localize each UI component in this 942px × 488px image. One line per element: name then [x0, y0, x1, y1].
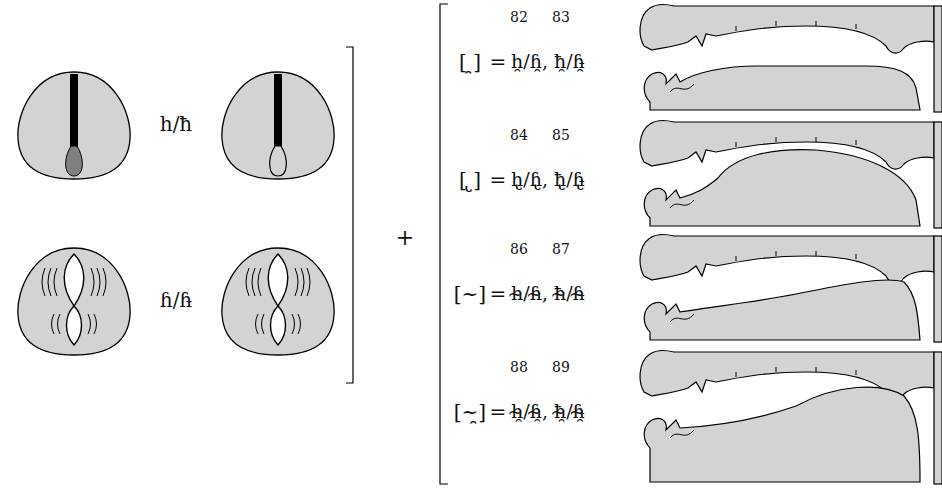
callout-number: 85 — [552, 127, 570, 145]
callout-number: 87 — [552, 241, 570, 259]
tongue — [644, 280, 920, 340]
callout-number: 83 — [552, 9, 570, 27]
callout-number: 89 — [552, 359, 570, 377]
vocal-tract-profile — [640, 5, 942, 112]
tongue-tip — [670, 430, 694, 438]
ipa-symbols: ɦ/ɦ̵ — [160, 288, 193, 313]
pharynx-wall — [934, 236, 942, 342]
glottal-opening — [66, 146, 83, 176]
glottis-vibrating — [18, 248, 130, 355]
ipa-symbols: h̴̯/ɦ̴̯, ħ̴̯/ɦ̵̴̯ — [511, 400, 585, 424]
diacritic: [~] — [454, 282, 486, 307]
vocal-tract-profile — [640, 351, 942, 484]
tongue — [644, 66, 920, 110]
vibration-marks — [246, 268, 310, 334]
diacritic: [ ̢] — [459, 168, 481, 193]
palate-ticks — [736, 251, 856, 261]
larynx-outline — [222, 248, 334, 355]
equals-sign: = — [490, 282, 507, 307]
pharynx-wall — [934, 6, 942, 112]
glottal-opening — [64, 254, 84, 306]
glottal-opening — [268, 254, 288, 306]
callout-number: 84 — [510, 127, 528, 145]
bracket — [346, 47, 353, 383]
glottis-open — [18, 72, 130, 179]
equals-sign: = — [490, 50, 507, 75]
pharynx-wall — [934, 122, 942, 228]
palate-ticks — [736, 137, 856, 147]
callout-number: 82 — [510, 9, 528, 27]
equals-sign: = — [490, 168, 507, 193]
tongue — [644, 387, 920, 482]
ipa-symbols: h̴/ɦ̴, ħ̴/ɦ̵̴ — [511, 282, 585, 306]
vocal-folds — [274, 74, 282, 148]
tongue-tip — [670, 200, 694, 208]
vocal-folds — [70, 74, 78, 148]
tongue-tip — [670, 314, 694, 322]
upper-jaw — [640, 5, 934, 53]
larynx-outline — [222, 72, 334, 179]
bracket — [440, 4, 448, 484]
glottis-vibrating — [222, 248, 334, 355]
glottal-opening — [67, 306, 82, 345]
larynx-outline — [18, 72, 130, 179]
vibration-marks — [42, 268, 106, 334]
equals-sign: = — [490, 400, 507, 425]
ipa-symbols: h̢/ɦ̢, ħ̢/ɦ̵̢ — [511, 168, 585, 192]
upper-jaw — [640, 235, 934, 283]
glottis-open — [222, 72, 334, 179]
vocal-tract-profile — [640, 235, 942, 342]
larynx-outline — [18, 248, 130, 355]
palate-ticks — [736, 367, 856, 377]
callout-number: 88 — [510, 359, 528, 377]
glottal-opening — [270, 146, 287, 176]
vocal-tract-profile — [640, 121, 942, 228]
diacritic: [~̯] — [454, 400, 486, 425]
diacritic: [ ̯] — [459, 50, 481, 75]
tongue — [644, 150, 920, 226]
glottal-opening — [271, 306, 286, 345]
palate-ticks — [736, 21, 856, 31]
pharynx-wall — [934, 352, 942, 484]
tongue-tip — [670, 84, 694, 92]
ipa-symbols: h/ħ — [160, 112, 193, 137]
plus-sign: + — [396, 224, 414, 252]
ipa-symbols: h̯/ɦ̯, ħ̯/ɦ̵̯ — [511, 50, 585, 74]
callout-number: 86 — [510, 241, 528, 259]
